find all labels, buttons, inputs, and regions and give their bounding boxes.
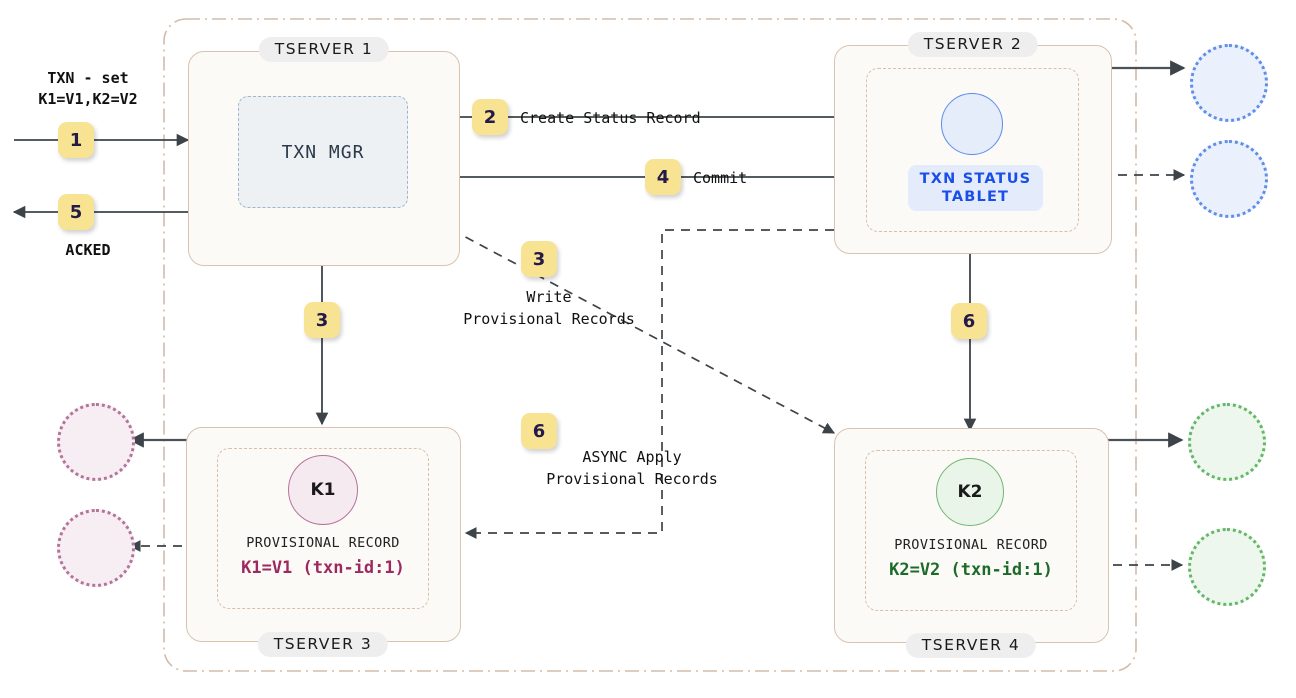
cluster-boundary [163, 18, 1137, 672]
replica-green-2[interactable] [1188, 528, 1266, 606]
edge-label-write-provisional-line1: Write [526, 288, 572, 306]
acked-label: ACKED [65, 241, 111, 259]
tserver-4-label: TSERVER 4 [905, 633, 1037, 658]
provisional-record-k1-value: K1=V1 (txn-id:1) [241, 558, 405, 578]
edge-write-provisional-k2 [408, 206, 836, 434]
edge-async-apply-k1 [464, 229, 930, 539]
edge-label-write-provisional-line2: Provisional Records [463, 310, 635, 328]
step-badge-3-diagonal[interactable]: 3 [521, 241, 557, 277]
edge-label-async-apply-line1: ASYNC Apply [582, 448, 682, 466]
step-badge-3-vertical[interactable]: 3 [304, 302, 340, 338]
step-badge-6-async[interactable]: 6 [521, 413, 557, 449]
step-badge-4[interactable]: 4 [645, 159, 681, 195]
step-badge-2[interactable]: 2 [472, 99, 508, 135]
provisional-record-k1-title: PROVISIONAL RECORD [246, 535, 400, 551]
edge-label-async-apply-line2: Provisional Records [546, 470, 718, 488]
edge-label-commit: Commit [693, 169, 748, 187]
step-badge-5[interactable]: 5 [58, 194, 94, 230]
tserver-2-label: TSERVER 2 [907, 32, 1039, 57]
provisional-record-k2-value: K2=V2 (txn-id:1) [889, 560, 1053, 580]
txn-status-circle[interactable] [941, 93, 1003, 155]
tserver-1-label: TSERVER 1 [258, 37, 390, 62]
replica-blue-1[interactable] [1190, 44, 1268, 122]
client-request-line1: TXN - set [47, 69, 129, 87]
txn-manager-box[interactable]: TXN MGR [238, 96, 408, 208]
replica-pink-2[interactable] [57, 509, 135, 587]
txn-status-tablet-line2: TABLET [941, 189, 1010, 205]
txn-status-tablet-line1: TXN STATUS [919, 170, 1032, 187]
tserver-4-tablet-region [865, 450, 1077, 611]
step-badge-1[interactable]: 1 [58, 122, 94, 158]
tserver-3-tablet-region [217, 448, 429, 609]
tserver-2-tablet-region [866, 68, 1079, 232]
step-badge-6-vertical[interactable]: 6 [951, 303, 987, 339]
replica-pink-1[interactable] [57, 403, 135, 481]
key-circle-k1[interactable]: K1 [288, 455, 358, 525]
txn-status-tablet-chip[interactable]: TXN STATUS TABLET [908, 165, 1043, 211]
edge-label-create-status-record: Create Status Record [520, 109, 701, 127]
replica-blue-2[interactable] [1190, 140, 1268, 218]
replica-green-1[interactable] [1188, 403, 1266, 481]
client-request-line2: K1=V1,K2=V2 [38, 90, 138, 108]
provisional-record-k2-title: PROVISIONAL RECORD [894, 537, 1048, 553]
tserver-3-label: TSERVER 3 [257, 632, 389, 657]
key-circle-k2[interactable]: K2 [936, 458, 1004, 526]
